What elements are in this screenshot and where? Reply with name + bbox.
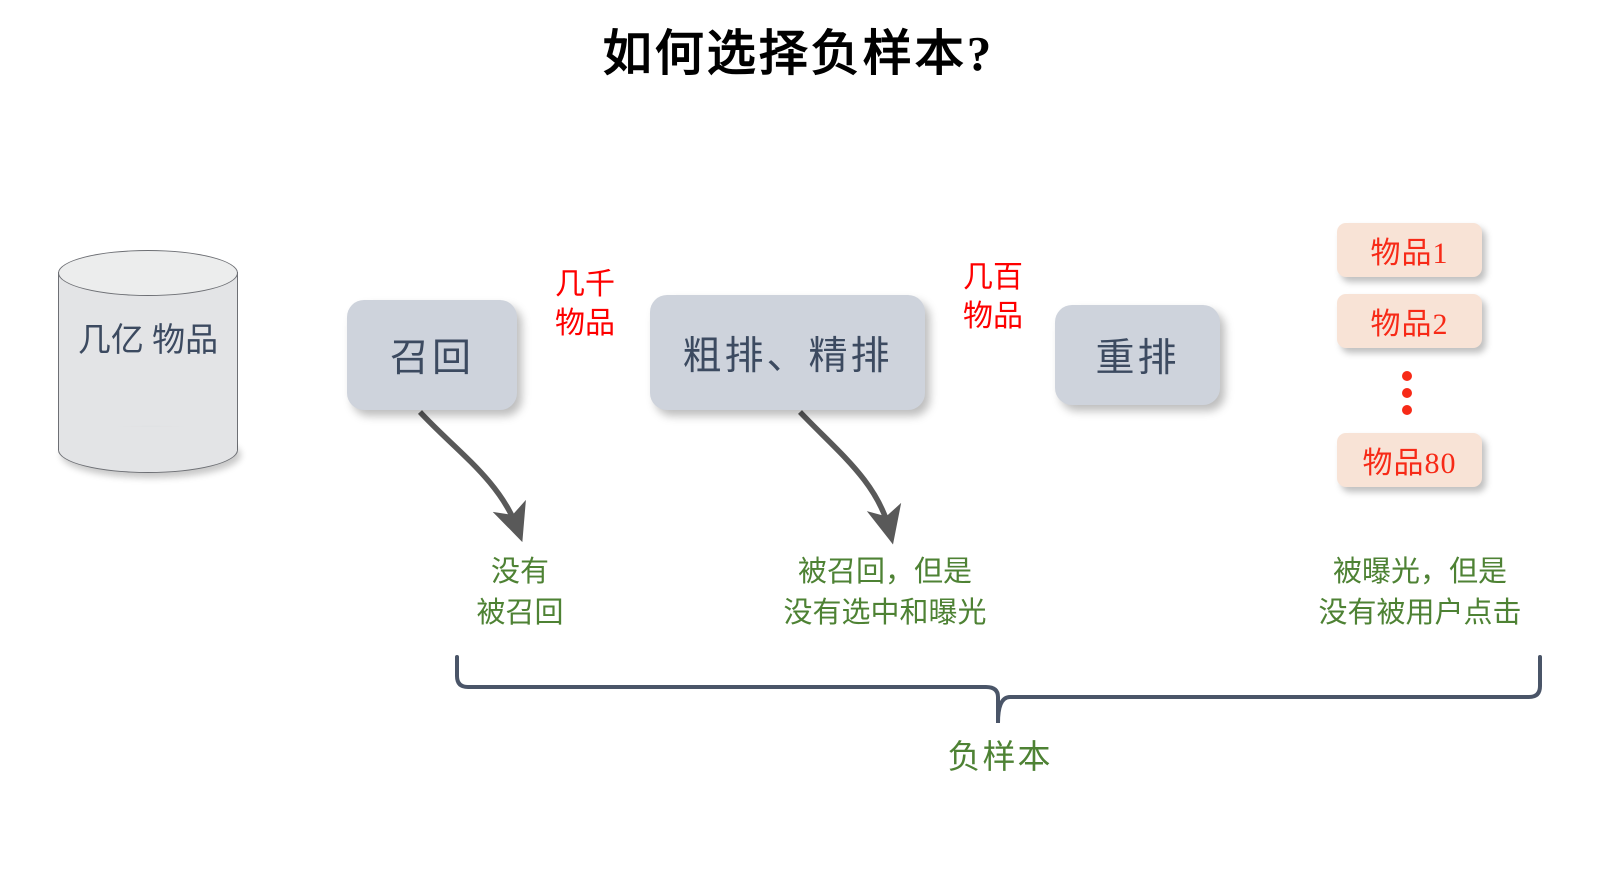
stage-box-rank[interactable]: 粗排、精排 [650,295,925,410]
negative-sample-brace [455,655,1542,724]
page-title: 如何选择负样本? [602,26,995,81]
flow-label-thousands: 几千 物品 [555,268,615,340]
note-exposed-not-clicked: 被曝光，但是 没有被用户点击 [1318,556,1522,629]
curve-recall-to-note [417,410,526,543]
curve-rank-to-note [798,410,902,545]
result-item-2-label: 物品2 [1370,308,1449,341]
cylinder-top-ellipse [58,250,238,296]
item-pool-cylinder: 几亿 物品 [58,250,240,473]
annotation-arrows [417,410,902,545]
cylinder-body [58,272,238,450]
result-item-1-label: 物品1 [1370,237,1449,270]
stage-label-recall: 召回 [389,337,474,380]
result-item-1[interactable]: 物品1 [1337,223,1482,277]
note-not-recalled: 没有 被召回 [476,556,564,629]
stage-box-recall[interactable]: 召回 [347,300,517,410]
vertical-ellipsis-icon [1396,371,1420,415]
stage-label-rerank: 重排 [1095,337,1180,380]
result-item-2[interactable]: 物品2 [1337,294,1482,348]
stage-box-rerank[interactable]: 重排 [1055,305,1220,405]
result-item-80-label: 物品80 [1362,447,1457,480]
brace-label-negative-samples: 负样本 [947,740,1053,776]
note-recalled-not-exposed: 被召回，但是 没有选中和曝光 [783,556,987,629]
result-item-80[interactable]: 物品80 [1337,433,1482,487]
flow-label-hundreds: 几百 物品 [963,261,1023,333]
item-pool-label: 几亿 物品 [77,323,219,359]
stage-label-rank: 粗排、精排 [682,334,893,378]
cylinder-bottom-mask [59,427,237,451]
